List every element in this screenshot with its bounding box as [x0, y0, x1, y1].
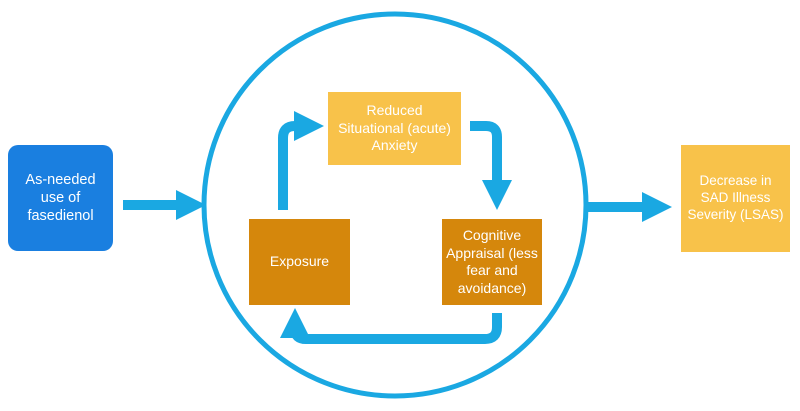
outcome-label: Decrease in SAD Illness Severity (LSAS)	[687, 173, 784, 222]
fasedienol-use-label: As-needed use of fasedienol	[25, 171, 96, 225]
outcome-box: Decrease in SAD Illness Severity (LSAS)	[681, 145, 790, 252]
cognitive-appraisal-box: Cognitive Appraisal (less fear and avoid…	[442, 219, 542, 305]
reduced-anxiety-box: Reduced Situational (acute) Anxiety	[328, 92, 461, 165]
arrow-reduced-anxiety-to-appraisal	[470, 121, 512, 210]
fasedienol-use-box: As-needed use of fasedienol	[8, 145, 113, 251]
arrow-exposure-to-reduced-anxiety	[278, 111, 324, 210]
cognitive-appraisal-label: Cognitive Appraisal (less fear and avoid…	[446, 227, 538, 296]
reduced-anxiety-label: Reduced Situational (acute) Anxiety	[338, 102, 451, 154]
exposure-box: Exposure	[249, 219, 350, 305]
arrow-appraisal-to-exposure	[280, 308, 502, 344]
exposure-label: Exposure	[269, 253, 330, 270]
